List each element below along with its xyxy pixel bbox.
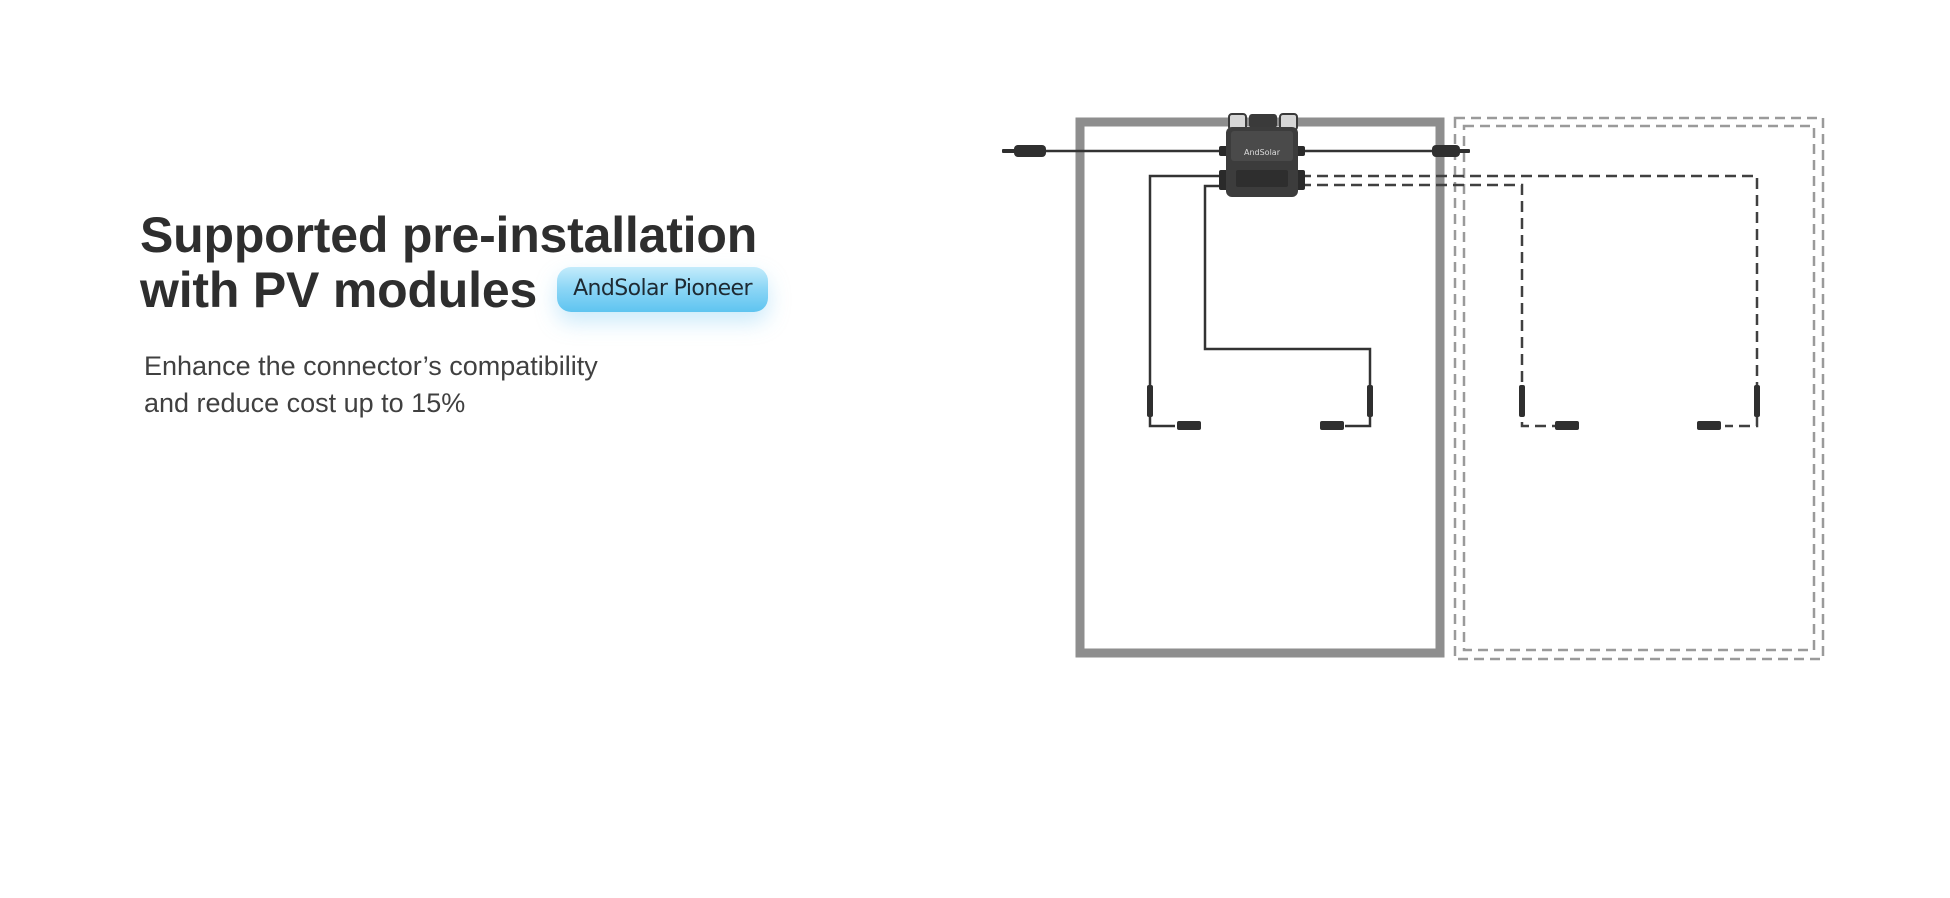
ac-trunk-connectors	[1002, 145, 1470, 157]
subtitle: Enhance the connector’s compatibility an…	[144, 348, 598, 422]
device-upper-panel	[1231, 131, 1293, 161]
dashed-connector-left-horizontal	[1555, 421, 1579, 430]
device-top-clip	[1249, 114, 1277, 128]
pv-module-frame	[1075, 117, 1445, 658]
dashed-connector-right-horizontal	[1697, 421, 1721, 430]
subtitle-line-1: Enhance the connector’s compatibility	[144, 351, 598, 381]
connector-right-horizontal	[1320, 421, 1344, 430]
pv-module-secondary-frame-inner	[1462, 124, 1816, 652]
device-brand-label: AndSolar	[1244, 148, 1281, 157]
product-badge: AndSolar Pioneer	[557, 267, 768, 313]
headline-line-1: Supported pre-installation	[140, 207, 758, 263]
connector-left-horizontal	[1177, 421, 1201, 430]
pv-module-secondary-frame-outer	[1453, 116, 1825, 661]
dashed-cable-right	[1300, 174, 1759, 428]
connector-left-vertical	[1147, 385, 1153, 417]
cable-left	[1148, 174, 1226, 428]
dashed-connector-left-vertical	[1519, 385, 1525, 417]
headline: Supported pre-installation with PV modul…	[140, 208, 768, 318]
ac-trunk-plug-left-cap	[1002, 149, 1016, 153]
pv-module-secondary	[1453, 116, 1825, 661]
device-lower-panel	[1236, 170, 1288, 187]
headline-line-2: with PV modules	[140, 262, 538, 318]
secondary-module-cables	[1300, 174, 1759, 428]
dashed-cable-left	[1300, 183, 1555, 428]
subtitle-line-2: and reduce cost up to 15%	[144, 388, 466, 418]
headline-line-2-row: with PV modules AndSolar Pioneer	[140, 263, 768, 318]
ac-trunk-plug-right	[1432, 145, 1460, 157]
ac-trunk-plug-left	[1014, 145, 1046, 157]
microinverter-device: AndSolar	[1219, 113, 1305, 197]
cable-right	[1203, 184, 1372, 428]
mc4-connectors	[1147, 385, 1760, 430]
main-module-cables	[1030, 149, 1440, 428]
ac-trunk-plug-right-cap	[1458, 149, 1470, 153]
dashed-connector-right-vertical	[1754, 385, 1760, 417]
connector-right-vertical	[1367, 385, 1373, 417]
